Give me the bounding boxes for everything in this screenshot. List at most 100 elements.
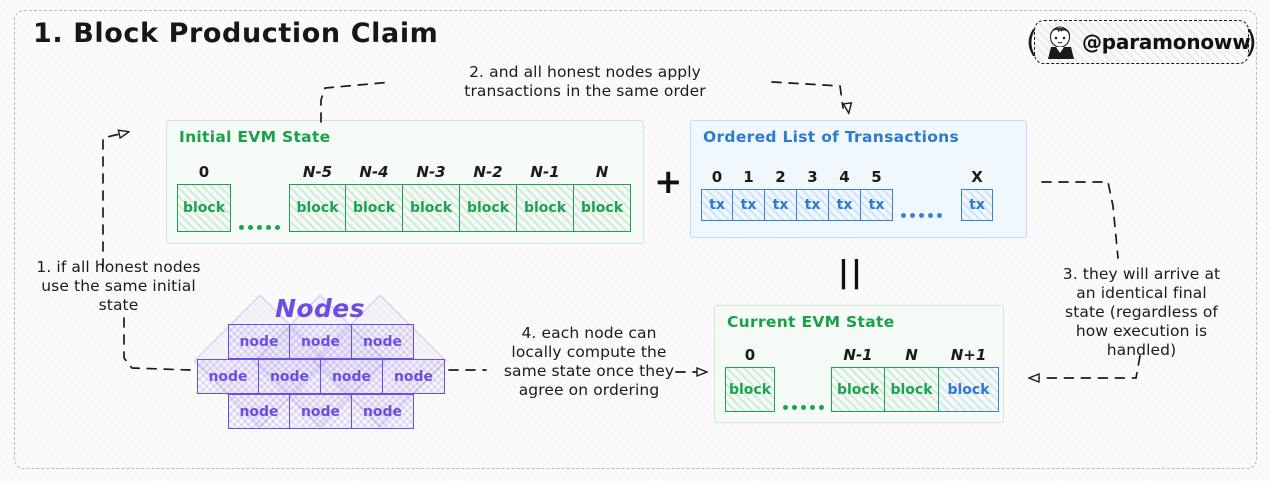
panel-initial-evm-state: Initial EVM State [166,120,644,244]
node-cell: node [228,324,290,359]
node-row: node node node node [197,359,445,394]
note-2: 2. and all honest nodes apply transactio… [400,63,770,101]
block-cell: 0 block [725,346,775,412]
tx-cell: 3 tx [797,168,829,221]
tx-index-label: 5 [871,168,882,186]
current-first-block-strip: 0 block [725,346,775,412]
tx-cell: 4 tx [829,168,861,221]
note-3: 3. they will arrive at an identical fina… [1044,265,1239,360]
tx-index-label: 3 [807,168,818,186]
note-3-line-2: an identical final [1076,284,1207,302]
tx-text: tx [804,197,821,213]
note-4-line-1: 4. each node can [521,324,657,342]
note-3-line-5: handled) [1106,341,1177,359]
block-text: block [466,200,510,216]
tx-text: tx [969,197,985,213]
block-index-label: N-3 [416,163,446,181]
node-cell: node [321,359,383,394]
node-cell: node [290,324,352,359]
tx-text: tx [709,197,725,213]
node-cell: node [197,359,259,394]
current-ellipsis-dots [783,405,824,410]
tx-index-label: 2 [775,168,786,186]
tx-index-label: 4 [839,168,850,186]
nodes-cluster: Nodes node node node node node node node… [193,294,447,436]
block-text: block [890,381,933,398]
block-index-label: 0 [744,346,756,364]
tx-index-label: 1 [743,168,754,186]
block-text: block [182,200,226,216]
tx-cell: 1 tx [733,168,765,221]
note-4-line-4: agree on ordering [518,381,660,399]
note-1-line-3: state [98,296,139,314]
block-index-label: N [595,163,609,181]
operator-equals: || [838,255,864,290]
node-cell: node [228,394,290,429]
node-row: node node node [228,394,414,429]
block-index-label: N-4 [359,163,389,181]
block-index-label: N-1 [843,346,873,364]
outer-dashed-frame [14,10,1257,469]
tx-index-label: 0 [711,168,723,186]
block-cell-new: N+1 block [939,346,999,412]
note-3-line-3: state (regardless of [1065,303,1218,321]
block-text: block [523,200,567,216]
note-4-line-3: same state once they [503,362,675,380]
paren-left: ( [1026,25,1038,60]
page-title: 1. Block Production Claim [33,18,439,49]
block-cell: N block [574,163,631,232]
signature-handle: @paramonoww [1082,30,1251,54]
anime-face-icon [1041,22,1081,62]
signature-badge: ( @paramonoww ) [1026,20,1257,64]
tx-text: tx [836,197,853,213]
node-cell: node [352,324,414,359]
block-index-label: N+1 [950,346,987,364]
operator-plus: + [654,162,683,202]
node-cell: node [352,394,414,429]
panel-initial-title: Initial EVM State [179,128,331,146]
panel-tx-title: Ordered List of Transactions [703,128,959,146]
node-row: node node node [228,324,414,359]
note-1-line-1: 1. if all honest nodes [36,258,201,276]
tx-ellipsis-dots [901,213,942,218]
tx-text: tx [868,197,885,213]
block-text: block [580,200,624,216]
tx-cell: 2 tx [765,168,797,221]
block-text: block [836,381,880,398]
tx-cell: 0 tx [701,168,733,221]
initial-ellipsis-dots [239,225,280,230]
panel-ordered-tx-list: Ordered List of Transactions [690,120,1027,238]
tx-text: tx [740,197,757,213]
block-index-label: N-2 [473,163,503,181]
panel-current-title: Current EVM State [727,313,895,331]
note-2-line-1: 2. and all honest nodes apply [469,63,701,81]
nodes-title: Nodes [275,294,365,323]
note-2-line-2: transactions in the same order [464,82,706,100]
block-index-label: N-5 [302,163,333,181]
block-cell: N-2 block [460,163,517,232]
note-1-line-2: use the same initial [41,277,196,295]
block-text: block [947,381,990,398]
tx-cell: 5 tx [861,168,893,221]
note-3-line-1: 3. they will arrive at [1062,265,1221,283]
block-cell: N-1 block [517,163,574,232]
block-cell: N block [885,346,939,412]
note-3-line-4: how execution is [1075,322,1208,340]
tx-index-label: X [971,168,983,186]
block-cell: N-4 block [346,163,403,232]
block-text: block [728,381,772,398]
note-4-line-2: locally compute the [511,343,667,361]
block-cell: N-3 block [403,163,460,232]
node-cell: node [290,394,352,429]
tx-text: tx [772,197,789,213]
node-cell: node [259,359,321,394]
current-blocks-strip: N-1 block N block N+1 block [831,346,999,412]
block-index-label: N [905,346,918,364]
block-text: block [409,200,453,216]
block-cell: N-5 block [289,163,346,232]
block-index-label: 0 [198,163,210,181]
note-1: 1. if all honest nodes use the same init… [16,258,221,315]
note-4: 4. each node can locally compute the sam… [489,324,689,400]
node-cell: node [383,359,445,394]
